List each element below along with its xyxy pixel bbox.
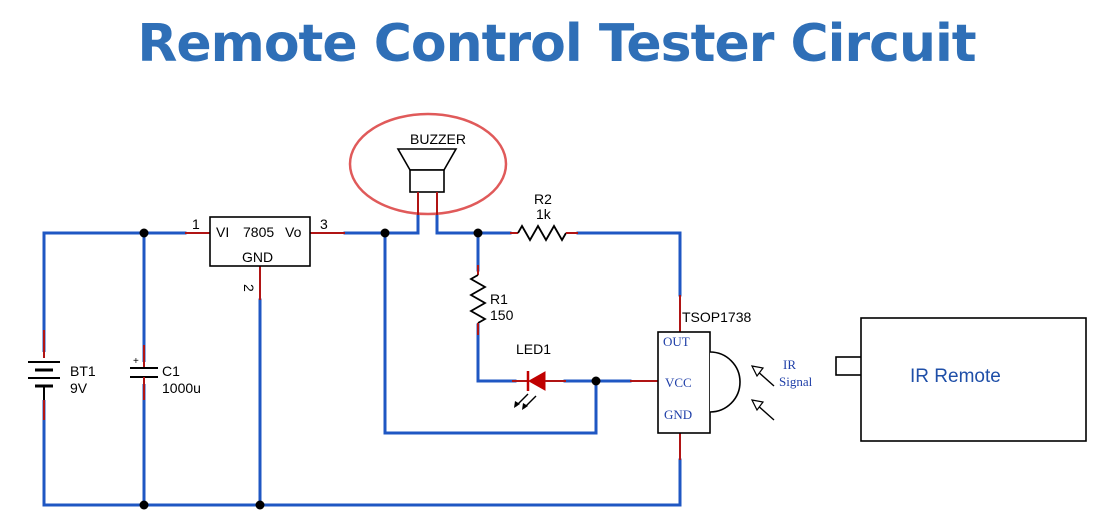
buzzer-cone	[396, 148, 458, 171]
regulator-pin3: 3	[320, 216, 328, 232]
ir-remote: IR Remote	[835, 317, 1087, 442]
buzzer: BUZZER	[348, 112, 508, 216]
junction-dot	[591, 376, 601, 386]
remote-label: IR Remote	[910, 366, 1001, 387]
ir-signal: IR Signal	[750, 357, 813, 421]
r2-value: 1k	[536, 206, 552, 222]
r2-name: R2	[534, 191, 552, 207]
r1-value: 150	[490, 307, 514, 323]
regulator-gnd: GND	[242, 249, 273, 265]
battery-name: BT1	[70, 363, 96, 379]
capacitor-c1: + C1 1000u	[128, 345, 201, 400]
junction-dot	[139, 500, 149, 510]
capacitor-value: 1000u	[162, 380, 201, 396]
junction-dot	[255, 500, 265, 510]
ir-label-line1: IR	[783, 357, 796, 372]
wires	[42, 213, 682, 507]
regulator-vi: VI	[216, 224, 229, 240]
resistor-r1: R1 150	[469, 265, 514, 335]
remote-emitter	[835, 356, 863, 376]
junction-dot	[139, 228, 149, 238]
capacitor-name: C1	[162, 363, 180, 379]
tsop-out: OUT	[663, 334, 690, 349]
junctions	[139, 228, 601, 510]
buzzer-highlight-ring	[348, 112, 508, 216]
remote-body	[860, 317, 1087, 442]
regulator-vo: Vo	[285, 224, 302, 240]
led-label: LED1	[516, 341, 551, 357]
regulator-part: 7805	[243, 224, 274, 240]
tsop1738: TSOP1738 OUT VCC GND	[630, 295, 751, 460]
tsop-name: TSOP1738	[682, 309, 751, 325]
led1: LED1	[512, 341, 566, 410]
ir-label-line2: Signal	[779, 374, 813, 389]
battery-bt1: BT1 9V	[28, 330, 96, 420]
svg-text:+: +	[133, 356, 139, 367]
battery-value: 9V	[70, 380, 88, 396]
tsop-vcc: VCC	[665, 375, 692, 390]
regulator-pin1: 1	[192, 216, 200, 232]
tsop-gnd: GND	[664, 407, 692, 422]
resistor-r2: R2 1k	[510, 191, 578, 242]
junction-dot	[380, 228, 390, 238]
page-title: Remote Control Tester Circuit	[137, 14, 976, 74]
regulator-7805: 1 3 2 VI 7805 Vo GND	[185, 216, 345, 300]
buzzer-label: BUZZER	[410, 131, 466, 147]
r1-name: R1	[490, 291, 508, 307]
regulator-pin2: 2	[241, 284, 257, 292]
junction-dot	[473, 228, 483, 238]
buzzer-body	[409, 169, 445, 193]
